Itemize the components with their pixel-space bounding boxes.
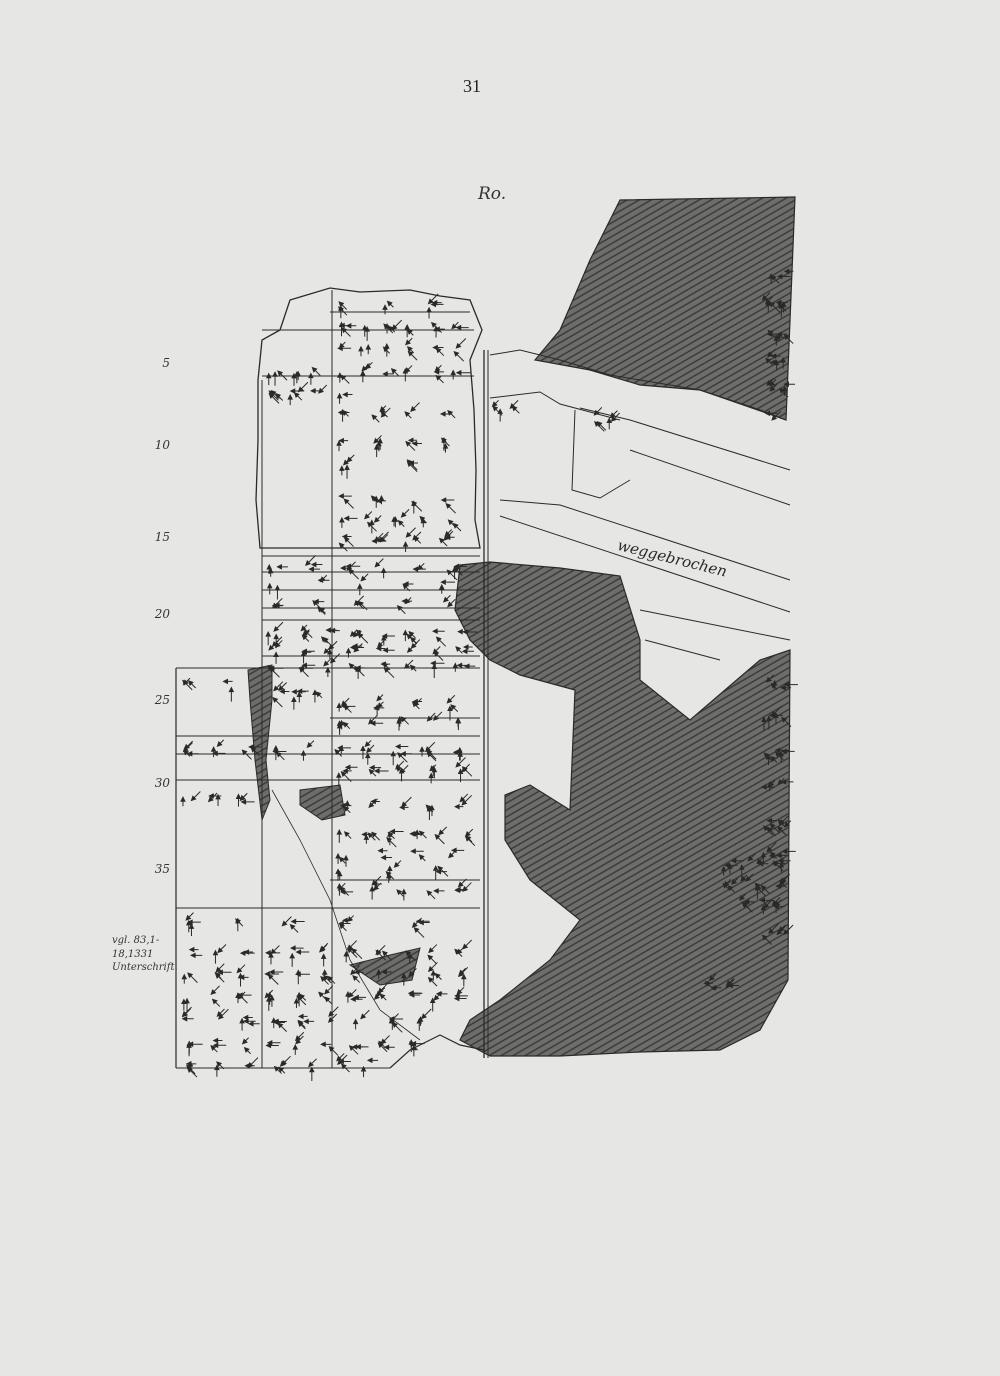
hatched-break-upper-right — [533, 196, 796, 421]
line-number-25: 25 — [154, 693, 170, 707]
hatched-crack — [247, 664, 273, 821]
line-number-15: 15 — [154, 530, 170, 544]
hatched-break-lower-right — [454, 561, 791, 1057]
reference-note-line2: Unterschrift. — [112, 962, 178, 973]
obverse-label: Ro. — [478, 184, 507, 204]
line-number-30: 30 — [154, 776, 170, 790]
hatched-chip — [299, 784, 346, 821]
line-number-35: 35 — [154, 862, 170, 876]
line-number-10: 10 — [154, 438, 170, 452]
reference-note: vgl. 83,1-18,1331 Unterschrift. — [112, 934, 178, 975]
reference-note-line1: vgl. 83,1-18,1331 — [112, 935, 160, 960]
page-number: 31 — [463, 76, 481, 96]
line-number-20: 20 — [154, 607, 170, 621]
line-number-5: 5 — [162, 356, 170, 370]
cuneiform-sign-glyph — [180, 268, 798, 1081]
